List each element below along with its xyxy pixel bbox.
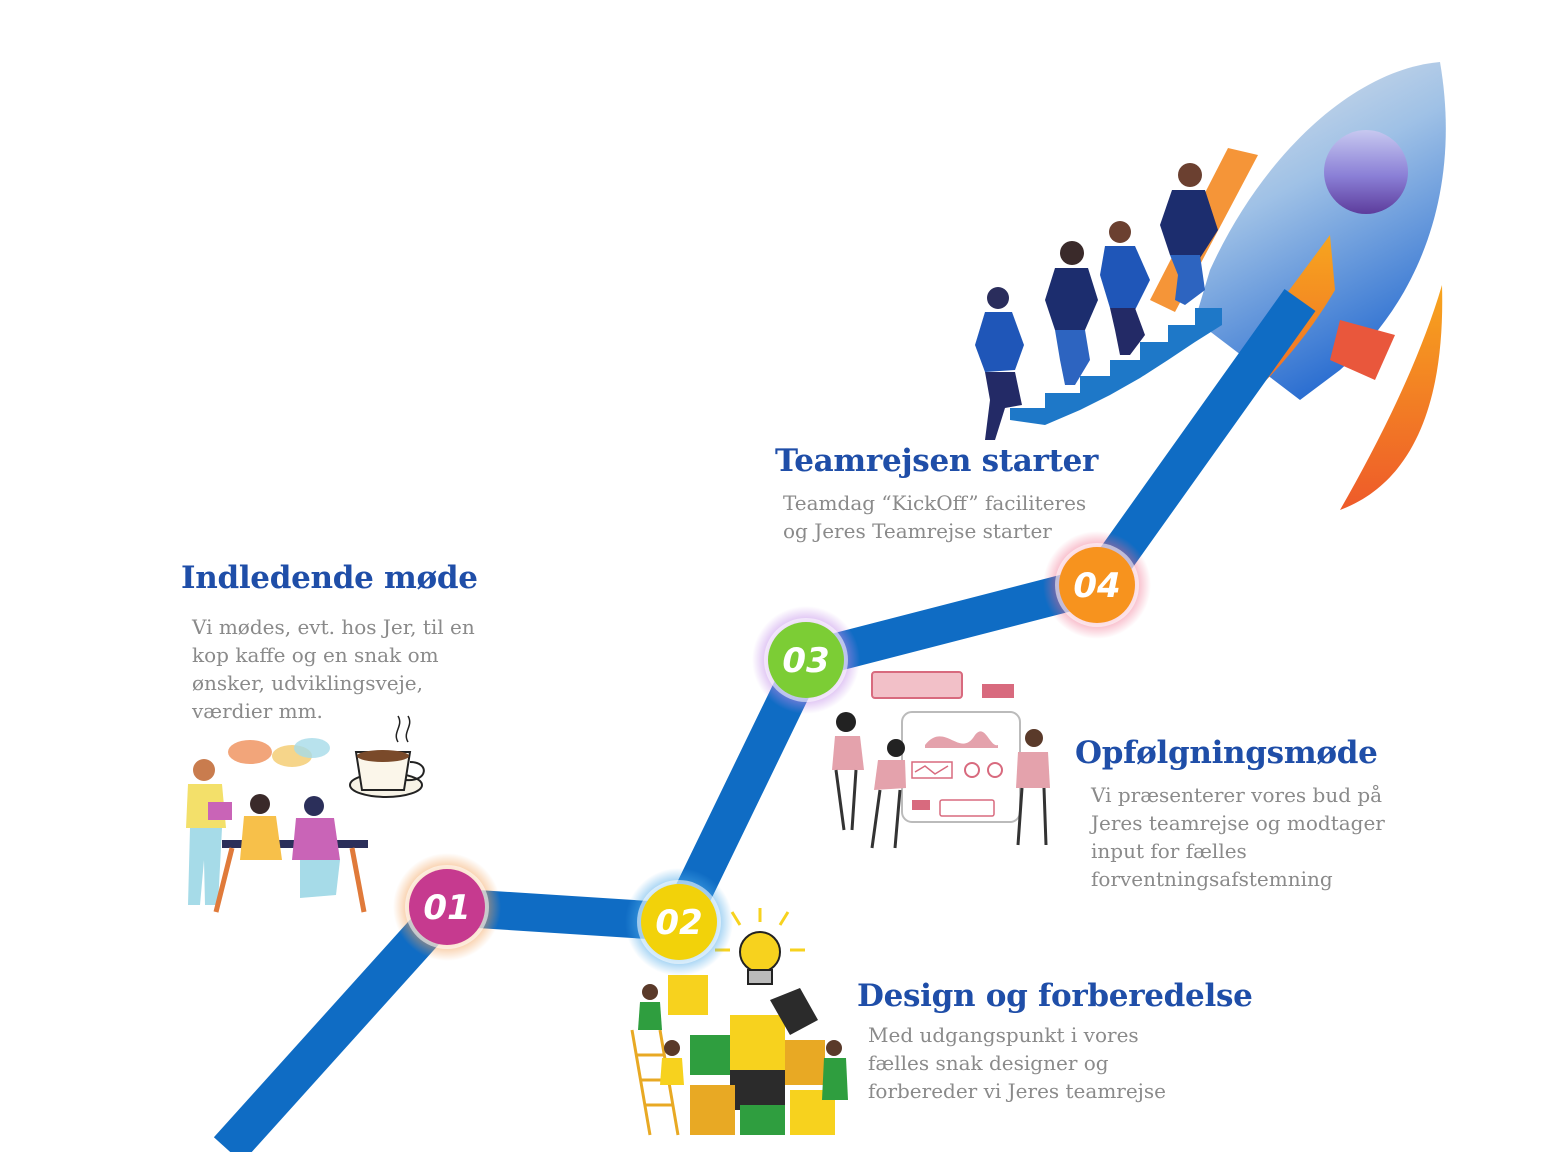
step-2-number: 02 xyxy=(655,903,702,943)
step-1-title: Indledende møde xyxy=(181,560,478,596)
step-2-desc-line: Med udgangspunkt i vores xyxy=(868,1023,1139,1047)
step-2-title: Design og forberedelse xyxy=(857,978,1253,1014)
step-1-badge: 01 xyxy=(393,853,501,961)
step-2-desc-line: forbereder vi Jeres teamrejse xyxy=(868,1079,1166,1103)
team-climbing-stairs-rocket-illustration xyxy=(975,163,1222,440)
step-4-number: 04 xyxy=(1073,566,1120,606)
step-3-badge-circle xyxy=(768,622,844,698)
step-1-desc-line: ønsker, udviklingsveje, xyxy=(192,671,423,695)
step-2-description: Med udgangspunkt i vores fælles snak des… xyxy=(868,1021,1166,1105)
step-2-badge: 02 xyxy=(625,868,733,976)
step-4-description: Teamdag “KickOff” faciliteres og Jeres T… xyxy=(783,489,1086,545)
step-3-desc-line: input for fælles xyxy=(1091,839,1247,863)
step-4-badge: 04 xyxy=(1043,531,1151,639)
step-3-desc-line: Jeres teamrejse og modtager xyxy=(1091,811,1385,835)
journey-path xyxy=(213,288,1316,1152)
step-1-desc-line: Vi mødes, evt. hos Jer, til en xyxy=(192,615,475,639)
step-2-badge-circle xyxy=(641,884,717,960)
dashboard-team-illustration xyxy=(832,671,1050,849)
step-1-desc-line: kop kaffe og en snak om xyxy=(192,643,439,667)
step-4-desc-line: Teamdag “KickOff” faciliteres xyxy=(783,491,1087,515)
step-4-desc-line: og Jeres Teamrejse starter xyxy=(783,519,1052,543)
meeting-with-coffee-illustration xyxy=(186,715,425,913)
step-3-title: Opfølgningsmøde xyxy=(1075,735,1378,771)
step-4-title: Teamrejsen starter xyxy=(775,443,1099,479)
step-3-desc-line: Vi præsenterer vores bud på xyxy=(1091,783,1383,807)
step-3-badge: 03 xyxy=(752,606,860,714)
step-2-desc-line: fælles snak designer og xyxy=(868,1051,1109,1075)
step-4-badge-circle xyxy=(1059,547,1135,623)
step-3-description: Vi præsenterer vores bud på Jeres teamre… xyxy=(1091,781,1385,893)
step-1-desc-line: værdier mm. xyxy=(192,699,323,723)
step-1-number: 01 xyxy=(423,888,470,928)
puzzle-lightbulb-illustration xyxy=(630,908,848,1136)
step-1-badge-circle xyxy=(409,869,485,945)
step-1-description: Vi mødes, evt. hos Jer, til en kop kaffe… xyxy=(192,613,475,725)
step-3-number: 03 xyxy=(782,641,829,681)
step-3-desc-line: forventningsafstemning xyxy=(1091,867,1333,891)
